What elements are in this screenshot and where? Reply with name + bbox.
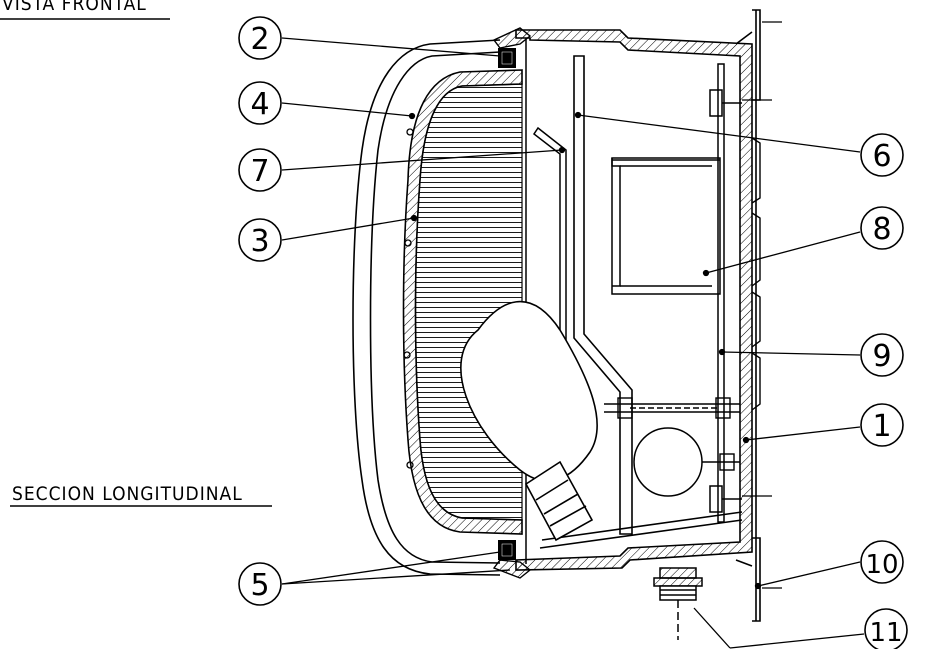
- callout-1: 1: [860, 403, 904, 447]
- reflector-sheet: [573, 55, 633, 535]
- callout-6: 6: [860, 133, 904, 177]
- bottom-plate: [539, 519, 743, 549]
- ballast-box: [611, 157, 721, 295]
- center-marks: [742, 21, 782, 589]
- protective-cage: [352, 39, 501, 576]
- callout-2: 2: [238, 16, 282, 60]
- housing-body: [515, 29, 753, 571]
- callout-7: 7: [238, 148, 282, 192]
- capacitor: [633, 427, 703, 497]
- leader-lines: [281, 37, 865, 649]
- callout-4: 4: [238, 81, 282, 125]
- cable-gland: [653, 567, 703, 640]
- svg-text:6: 6: [872, 139, 891, 174]
- svg-text:2: 2: [250, 22, 269, 57]
- callout-11: 11: [864, 608, 908, 649]
- threaded-rod: [604, 397, 740, 419]
- callout-10: 10: [860, 540, 904, 584]
- svg-text:7: 7: [250, 154, 269, 189]
- svg-text:10: 10: [865, 550, 898, 580]
- svg-text:3: 3: [250, 224, 269, 259]
- svg-text:1: 1: [872, 409, 891, 444]
- svg-text:9: 9: [872, 339, 891, 374]
- callout-5: 5: [238, 562, 282, 606]
- title-seccion-longitudinal: SECCION LONGITUDINAL: [12, 483, 243, 505]
- title-vista-frontal: VISTA FRONTAL: [2, 0, 147, 15]
- callout-8: 8: [860, 206, 904, 250]
- callout-9: 9: [860, 333, 904, 377]
- svg-text:8: 8: [872, 212, 891, 247]
- svg-text:5: 5: [250, 568, 269, 603]
- svg-text:4: 4: [250, 87, 269, 122]
- svg-text:11: 11: [869, 618, 902, 648]
- lamp-bulb: [460, 300, 598, 542]
- cooling-fins: [751, 137, 761, 411]
- callout-3: 3: [238, 218, 282, 262]
- mounting-plate: [709, 63, 742, 523]
